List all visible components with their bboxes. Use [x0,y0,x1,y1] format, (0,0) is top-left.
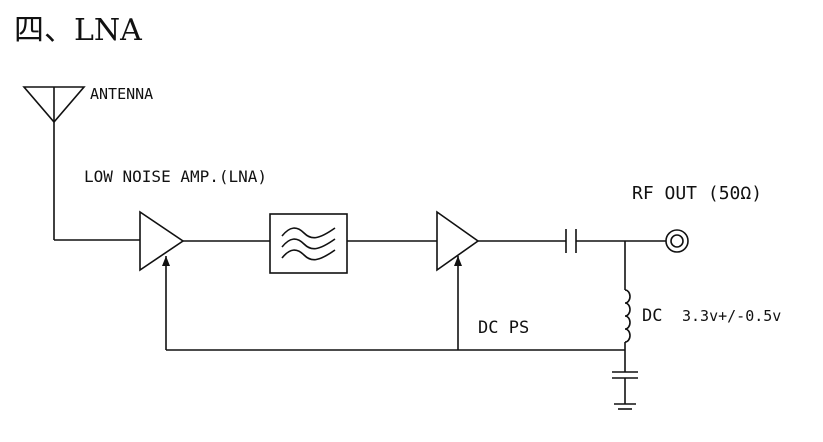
rf-choke-inductor [624,289,631,343]
dc-power-bus [165,256,625,351]
coupling-capacitor [565,229,577,253]
section-title: 四、LNA [14,13,142,48]
dc-ps-label: DC PS [478,318,529,338]
bias-arrow-amp1 [162,256,170,266]
bandpass-filter [269,213,348,274]
antenna-label: ANTENNA [90,85,153,103]
ground-symbol [614,403,636,410]
rf-output-connector [665,229,689,253]
bias-arrow-amp2 [454,256,462,266]
rf-out-label: RF OUT (50Ω) [632,183,762,204]
amplifier-1 [139,210,185,272]
dc-label: DC [642,306,662,326]
amplifier-2 [436,210,480,272]
bypass-capacitor [612,371,638,379]
dc-voltage-label: 3.3v+/-0.5v [682,307,781,325]
antenna-symbol [22,86,86,240]
lna-label: LOW NOISE AMP.(LNA) [84,167,267,186]
